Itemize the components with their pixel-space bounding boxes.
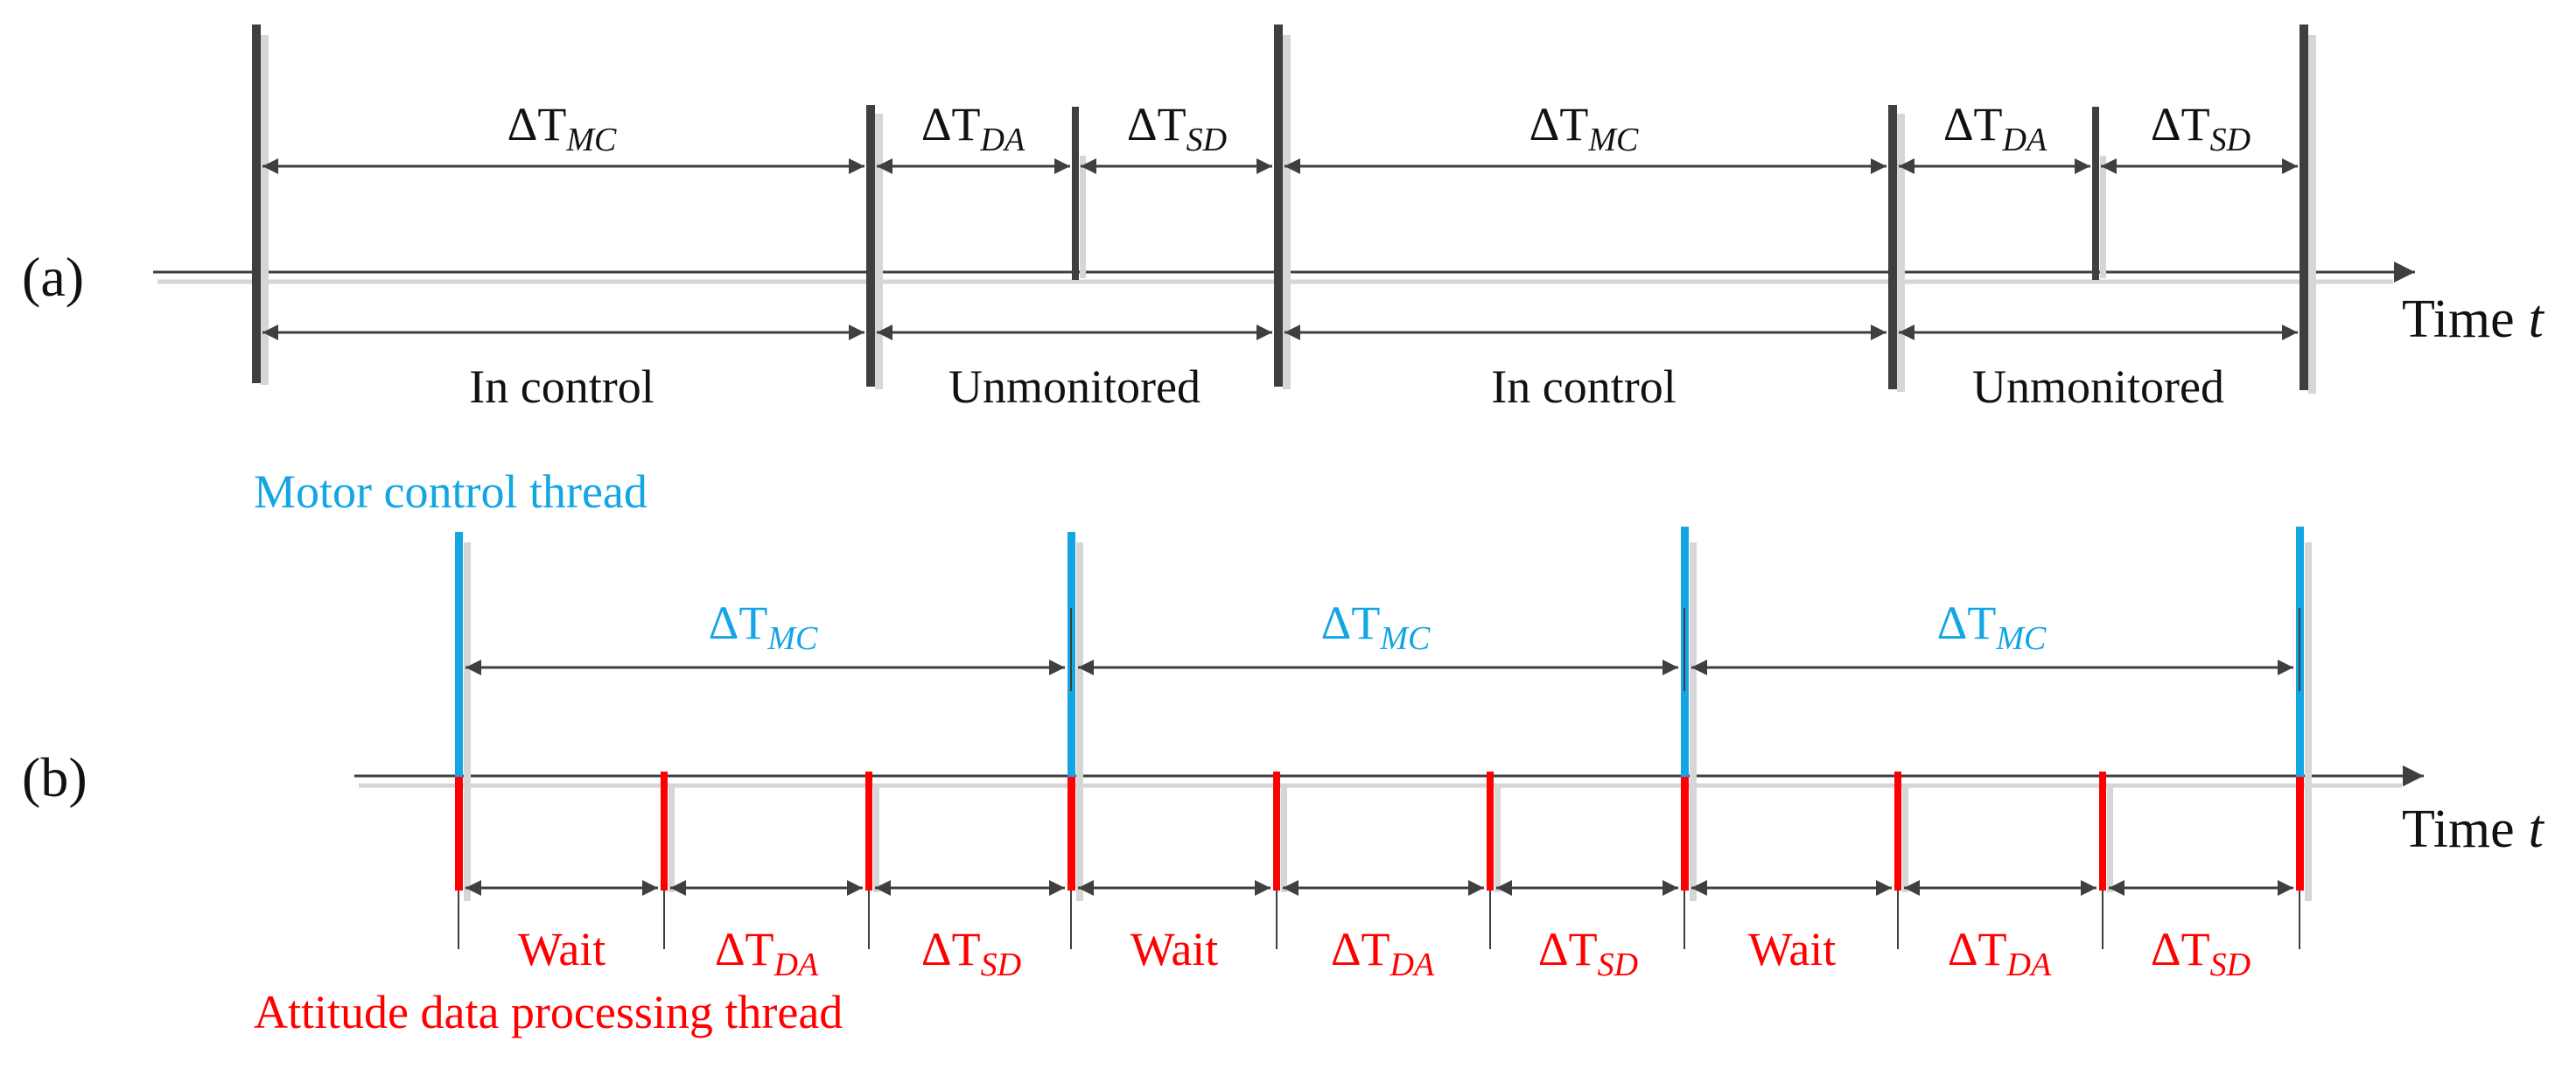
event-bar bbox=[1888, 105, 1897, 389]
interval-label: Wait bbox=[1748, 923, 1837, 975]
interval-label: ΔTDA bbox=[921, 98, 1026, 158]
attitude-bar bbox=[1681, 777, 1689, 891]
attitude-bar bbox=[1273, 772, 1280, 891]
interval-label: ΔTMC bbox=[508, 98, 617, 158]
interval-label: ΔTMC bbox=[1937, 597, 2047, 657]
state-label: In control bbox=[1491, 360, 1676, 413]
motor-control-thread-label: Motor control thread bbox=[254, 465, 648, 518]
interval-label: ΔTSD bbox=[921, 923, 1021, 983]
attitude-bar bbox=[1894, 772, 1901, 891]
attitude-thread-label: Attitude data processing thread bbox=[254, 986, 843, 1038]
interval-label: ΔTDA bbox=[715, 923, 819, 983]
state-label: Unmonitored bbox=[948, 360, 1200, 413]
attitude-bar bbox=[1068, 777, 1075, 891]
event-bar bbox=[1072, 107, 1079, 280]
interval-label: ΔTSD bbox=[2151, 98, 2250, 158]
state-label: Unmonitored bbox=[1972, 360, 2224, 413]
attitude-bar bbox=[865, 772, 872, 891]
event-bar bbox=[252, 24, 261, 383]
state-label: In control bbox=[469, 360, 654, 413]
panel-b-label: (b) bbox=[22, 746, 88, 808]
interval-label: ΔTSD bbox=[2151, 923, 2250, 983]
attitude-bar bbox=[2296, 777, 2304, 891]
event-bar bbox=[1274, 24, 1283, 387]
panel-a-label: (a) bbox=[22, 246, 84, 308]
attitude-bar bbox=[2099, 772, 2106, 891]
interval-label: ΔTDA bbox=[1331, 923, 1435, 983]
event-bar bbox=[866, 105, 875, 387]
attitude-bar bbox=[1487, 772, 1494, 891]
interval-label: ΔTMC bbox=[709, 597, 818, 657]
attitude-bar bbox=[455, 777, 463, 891]
motor-control-bar bbox=[455, 532, 463, 777]
interval-label: ΔTMC bbox=[1530, 98, 1639, 158]
event-bar bbox=[2092, 107, 2099, 280]
interval-label: Wait bbox=[1130, 923, 1219, 975]
interval-label: ΔTDA bbox=[1948, 923, 2052, 983]
interval-label: ΔTDA bbox=[1943, 98, 2048, 158]
interval-label: ΔTSD bbox=[1127, 98, 1227, 158]
interval-label: ΔTSD bbox=[1538, 923, 1638, 983]
interval-label: ΔTMC bbox=[1321, 597, 1431, 657]
event-bar bbox=[2300, 24, 2308, 390]
interval-label: Wait bbox=[518, 923, 606, 975]
attitude-bar bbox=[661, 772, 668, 891]
